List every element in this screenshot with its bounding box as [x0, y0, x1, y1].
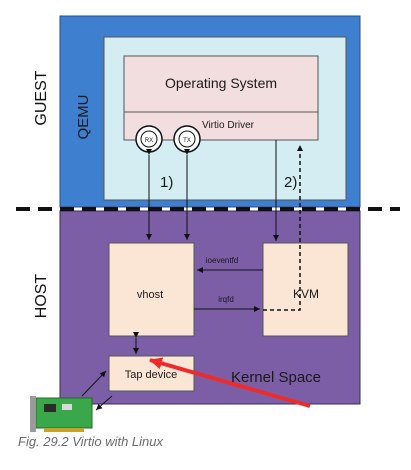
os-label: Operating System: [165, 75, 277, 91]
kernel-space-label: Kernel Space: [231, 369, 321, 386]
tx-label: TX: [183, 138, 191, 144]
network-card-icon: [30, 396, 93, 432]
tap-nic-arrow: [95, 395, 113, 411]
irqfd-label: irqfd: [218, 295, 234, 304]
ioeventfd-label: ioeventfd: [206, 256, 238, 265]
host-label: HOST: [33, 274, 50, 319]
tap-device-label: Tap device: [125, 369, 178, 381]
kvm-driver-dashed-path: [263, 145, 303, 311]
path2-label: 2): [284, 174, 297, 191]
highlight-arrow: [149, 357, 311, 408]
kvm-label: KVM: [293, 287, 319, 301]
guest-label: GUEST: [33, 70, 50, 125]
nic-tap-arrow: [81, 370, 107, 397]
vhost-label: vhost: [137, 289, 163, 301]
figure-caption: Fig. 29.2 Virtio with Linux: [18, 434, 163, 449]
vhost-box: [108, 242, 195, 337]
path1-label: 1): [160, 174, 173, 191]
rx-label: RX: [145, 138, 153, 144]
kvm-box: [262, 242, 349, 337]
qemu-label: QEMU: [75, 95, 92, 140]
os-box: [123, 55, 319, 113]
virtio-driver-label: Virtio Driver: [202, 120, 255, 131]
